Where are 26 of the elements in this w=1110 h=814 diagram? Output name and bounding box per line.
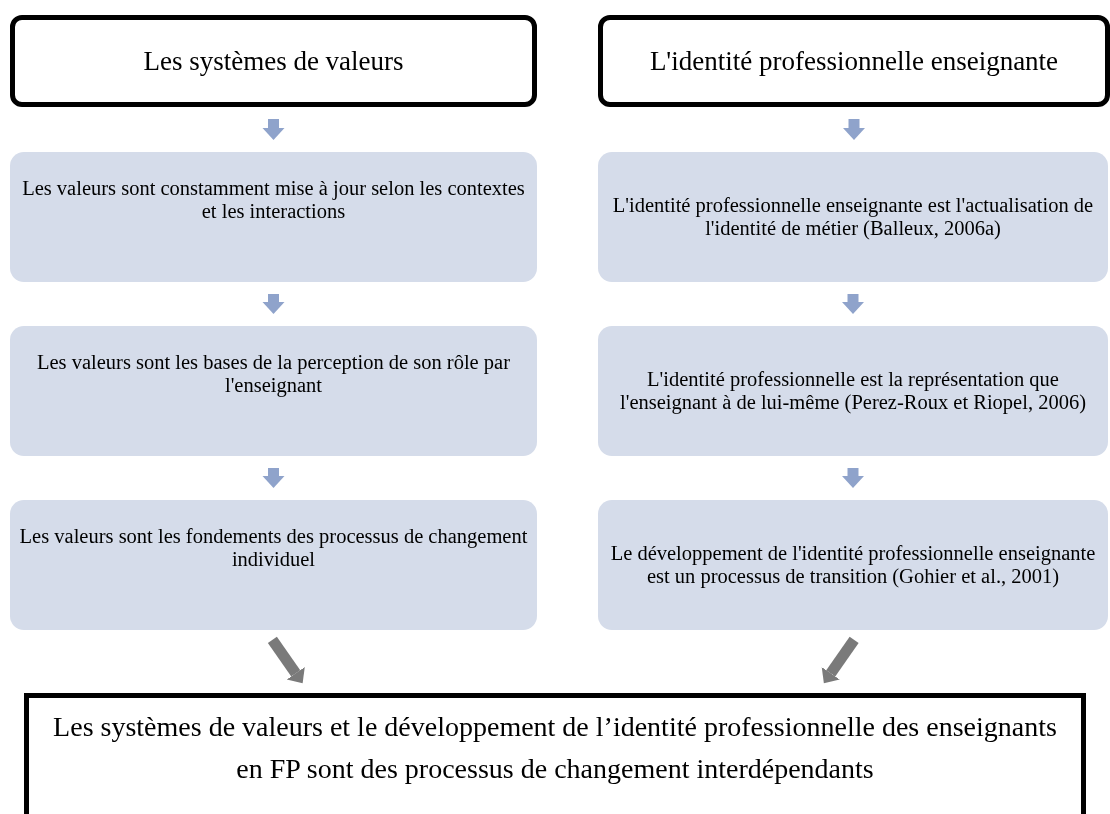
box-text: L'identité professionnelle enseignante: [649, 45, 1059, 77]
process-box: [10, 500, 537, 630]
box-text: Le développement de l'identité professionnelle enseignante est un processus de transition (Gohier et al., 2001): [609, 542, 1097, 588]
block-arrow: [262, 468, 285, 488]
box-text: Les valeurs sont les bases de la perception de son rôle par l'enseignant: [35, 351, 512, 397]
process-box: [598, 500, 1108, 630]
block-arrow: [262, 294, 285, 314]
heading-box: [598, 15, 1110, 107]
box-text: L'identité professionnelle est la représentation que l'enseignant à de lui-même (Perez-Roux et Riopel, 2006): [619, 368, 1087, 414]
box-text: L'identité professionnelle enseignante est l'actualisation de l'identité de métier (Balleux, 2006a): [611, 194, 1095, 240]
process-box: [10, 152, 537, 282]
block-arrow: [821, 636, 859, 684]
process-box: [10, 326, 537, 456]
heading-box: [10, 15, 537, 107]
process-box: [598, 152, 1108, 282]
box-text: Les systèmes de valeurs et le développement de l’identité professionnelle des enseignants en FP sont des processus de changement interdépendants: [52, 710, 1058, 786]
box-text: Les valeurs sont les fondements des processus de changement individuel: [18, 525, 529, 571]
process-box: [598, 326, 1108, 456]
block-arrow: [842, 294, 864, 314]
box-text: Les systèmes de valeurs: [143, 45, 404, 77]
block-arrow: [842, 468, 864, 488]
box-text: Les valeurs sont constamment mise à jour selon les contextes et les interactions: [21, 177, 526, 223]
block-arrow: [262, 119, 285, 140]
conclusion-box: [24, 693, 1086, 814]
block-arrow: [267, 636, 305, 684]
block-arrow: [843, 119, 865, 140]
